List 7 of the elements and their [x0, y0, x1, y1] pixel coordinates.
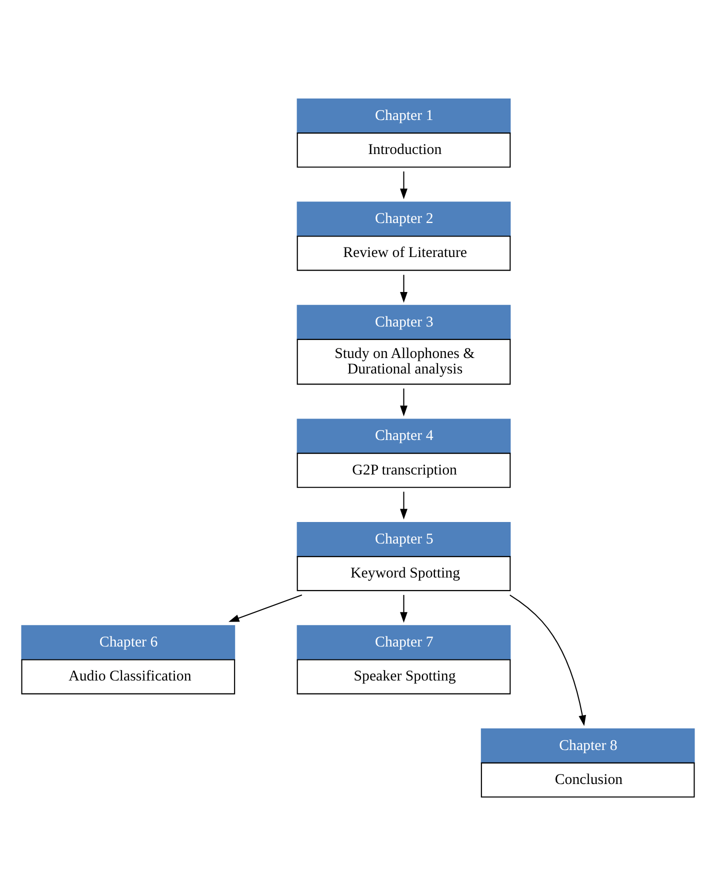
arrow — [228, 594, 302, 622]
arrow — [400, 491, 407, 520]
arrow — [400, 388, 407, 416]
arrow — [400, 170, 407, 199]
arrow — [400, 594, 407, 622]
arrow — [400, 274, 407, 302]
arrow — [509, 594, 586, 726]
